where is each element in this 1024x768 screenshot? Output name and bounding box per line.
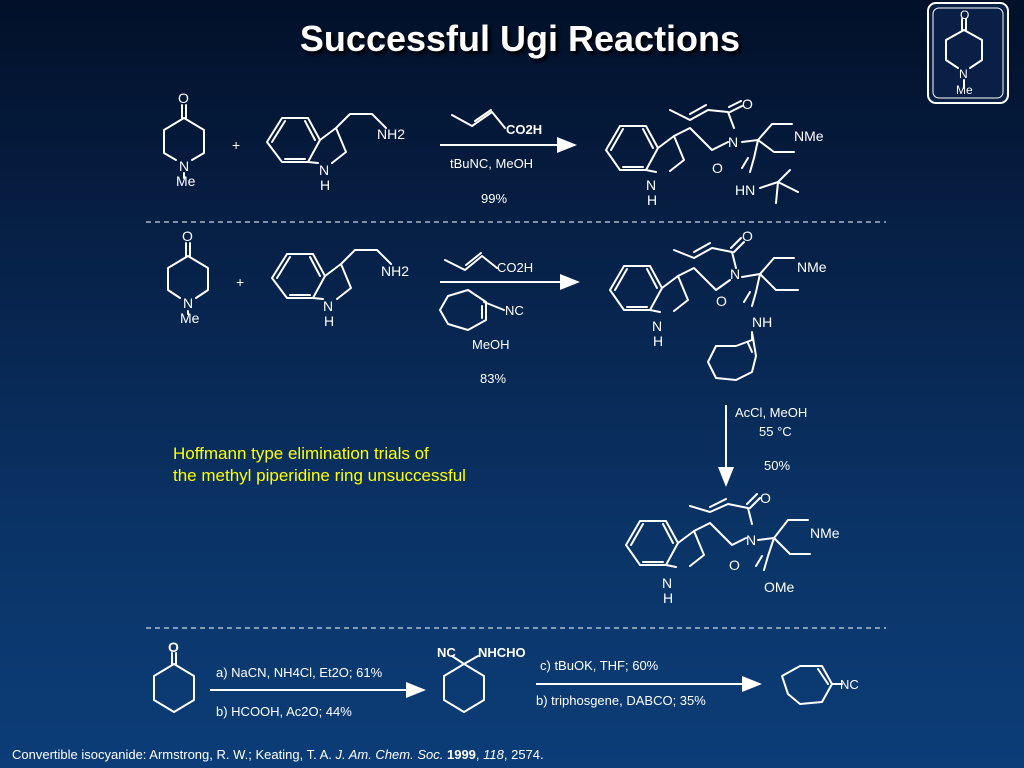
row2-solvent: MeOH — [472, 337, 510, 352]
svg-text:N: N — [730, 266, 740, 282]
svg-text:NC: NC — [840, 677, 859, 692]
svg-text:O: O — [716, 293, 727, 309]
svg-text:NMe: NMe — [797, 259, 827, 275]
step3-conditions: AcCl, MeOH — [735, 405, 807, 420]
svg-text:O: O — [760, 490, 771, 506]
svg-text:N: N — [183, 295, 193, 311]
row2-ketone: O N Me — [167, 228, 209, 326]
step3-temperature: 55 °C — [759, 424, 792, 439]
svg-text:N: N — [662, 575, 672, 591]
row1-conditions: tBuNC, MeOH — [450, 156, 533, 171]
svg-text:H: H — [653, 333, 663, 349]
svg-text:H: H — [663, 590, 673, 606]
bottom-step-d: b) triphosgene, DABCO; 35% — [536, 693, 706, 708]
svg-text:N: N — [179, 158, 189, 174]
svg-text:H: H — [324, 313, 334, 329]
svg-text:O: O — [742, 228, 753, 244]
row2-acid: CO2H — [444, 252, 533, 275]
svg-text:O: O — [168, 639, 179, 655]
inset-o-label: O — [960, 8, 969, 22]
row2-isocyanide: NC — [439, 289, 524, 331]
row2-yield: 83% — [480, 371, 506, 386]
svg-text:NC: NC — [437, 645, 456, 660]
bottom-step-b: b) HCOOH, Ac2O; 44% — [216, 704, 352, 719]
inset-n-label: N — [959, 67, 968, 81]
svg-text:Me: Me — [180, 310, 200, 326]
svg-text:OMe: OMe — [764, 579, 795, 595]
citation-volume: 118 — [483, 747, 504, 762]
svg-text:N: N — [646, 177, 656, 193]
row2-product: N H O N NMe O NH — [609, 228, 827, 381]
row1-yield: 99% — [481, 191, 507, 206]
svg-text:CO2H: CO2H — [497, 260, 533, 275]
row2-tryptamine: NH2 N H — [271, 249, 409, 329]
citation-prefix: Convertible isocyanide: Armstrong, R. W.… — [12, 747, 336, 762]
bottom-step-a: a) NaCN, NH4Cl, Et2O; 61% — [216, 665, 383, 680]
row1-product: N H O N NMe O HN — [605, 96, 824, 208]
citation: Convertible isocyanide: Armstrong, R. W.… — [12, 747, 544, 762]
svg-text:O: O — [712, 160, 723, 176]
svg-text:NH2: NH2 — [377, 126, 405, 142]
citation-pages: , 2574. — [503, 747, 544, 762]
svg-text:N: N — [323, 298, 333, 314]
svg-text:NH2: NH2 — [381, 263, 409, 279]
svg-text:Me: Me — [176, 173, 196, 189]
svg-text:NMe: NMe — [794, 128, 824, 144]
svg-text:H: H — [320, 177, 330, 193]
svg-text:N: N — [652, 318, 662, 334]
svg-text:O: O — [742, 96, 753, 112]
row1-ketone: O N Me — [163, 90, 205, 189]
svg-text:CO2H: CO2H — [506, 122, 542, 137]
row1-tryptamine: NH2 N H — [266, 113, 405, 193]
bottom-cyclohexenyl-isocyanide: NC — [781, 665, 859, 705]
elimination-note: Hoffmann type elimination trials of the … — [173, 443, 466, 487]
row1-acid: CO2H — [451, 109, 542, 137]
svg-text:NC: NC — [505, 303, 524, 318]
inset-me-label: Me — [956, 83, 973, 97]
svg-text:N: N — [746, 532, 756, 548]
svg-text:N: N — [728, 134, 738, 150]
bottom-step-c: c) tBuOK, THF; 60% — [540, 658, 659, 673]
bottom-cyclohexanone: O — [153, 639, 195, 713]
slide-title: Successful Ugi Reactions — [299, 18, 741, 59]
svg-text:N: N — [319, 162, 329, 178]
step3-product: N H O N NMe O OMe — [625, 490, 840, 606]
svg-text:NMe: NMe — [810, 525, 840, 541]
bottom-intermediate: NC NHCHO — [437, 645, 526, 713]
svg-text:H: H — [647, 192, 657, 208]
svg-text:NH: NH — [752, 314, 772, 330]
svg-text:O: O — [178, 90, 189, 106]
svg-text:O: O — [729, 557, 740, 573]
inset-piperidinone: O N Me — [927, 2, 1009, 104]
note-line-1: Hoffmann type elimination trials of — [173, 444, 429, 463]
step3-yield: 50% — [764, 458, 790, 473]
row2-plus: + — [236, 274, 244, 290]
row1-plus: + — [232, 137, 240, 153]
citation-year: 1999 — [446, 747, 476, 762]
svg-text:HN: HN — [735, 182, 755, 198]
svg-text:O: O — [182, 228, 193, 244]
note-line-2: the methyl piperidine ring unsuccessful — [173, 466, 466, 485]
citation-journal: J. Am. Chem. Soc. — [335, 747, 444, 762]
svg-text:NHCHO: NHCHO — [478, 645, 526, 660]
